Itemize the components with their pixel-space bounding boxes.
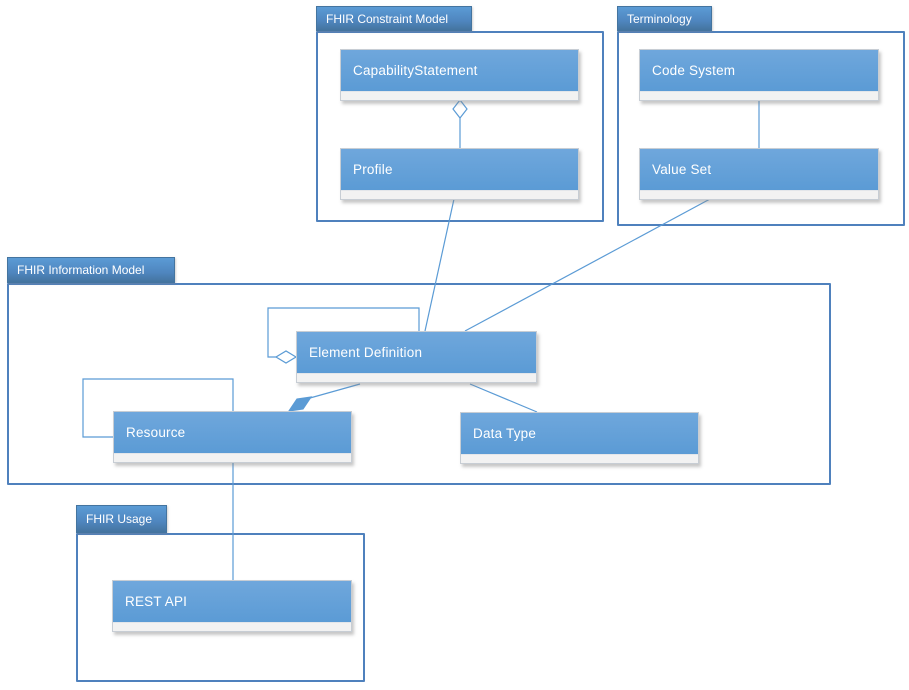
class-resource: Resource [113,411,352,463]
class-name-rest-api: REST API [113,581,351,623]
package-tab-terminology: Terminology [617,6,712,31]
class-rest-api: REST API [112,580,352,632]
connector-valueset-elementdefinition [464,198,711,332]
class-compartment-rest-api [113,623,351,631]
class-compartment-data-type [461,455,698,463]
package-tab-fhir-constraint-model: FHIR Constraint Model [316,6,472,31]
package-label-fhir-usage: FHIR Usage [86,512,153,526]
class-capabilitystatement: CapabilityStatement [340,49,579,101]
connector-profile-elementdefinition [424,198,455,332]
class-compartment-resource [114,454,351,462]
aggregation-diamond-capabilitystatement [452,99,468,119]
class-code-system: Code System [639,49,879,101]
package-tab-fhir-information-model: FHIR Information Model [7,257,175,283]
aggregation-diamond-elementdefinition-self [274,350,298,364]
package-label-terminology: Terminology [627,11,692,26]
class-name-profile: Profile [341,149,578,191]
class-name-capabilitystatement: CapabilityStatement [341,50,578,92]
connector-elementdefinition-self-loop [267,307,420,358]
class-name-value-set: Value Set [640,149,878,191]
class-compartment-element-definition [297,374,536,382]
class-data-type: Data Type [460,412,699,464]
class-profile: Profile [340,148,579,200]
class-compartment-profile [341,191,578,199]
class-name-resource: Resource [114,412,351,454]
class-name-code-system: Code System [640,50,878,92]
connector-resource-self-loop [82,378,234,438]
class-value-set: Value Set [639,148,879,200]
package-label-fhir-constraint-model: FHIR Constraint Model [326,11,449,26]
connector-elementdefinition-resource [309,383,361,399]
class-compartment-value-set [640,191,878,199]
class-element-definition: Element Definition [296,331,537,383]
composition-diamond-resource [287,396,313,412]
class-name-data-type: Data Type [461,413,698,455]
class-name-element-definition: Element Definition [297,332,536,374]
class-compartment-code-system [640,92,878,100]
package-tab-fhir-usage: FHIR Usage [76,505,167,533]
package-label-fhir-information-model: FHIR Information Model [17,263,145,277]
class-compartment-capabilitystatement [341,92,578,100]
connector-elementdefinition-datatype [469,383,538,413]
